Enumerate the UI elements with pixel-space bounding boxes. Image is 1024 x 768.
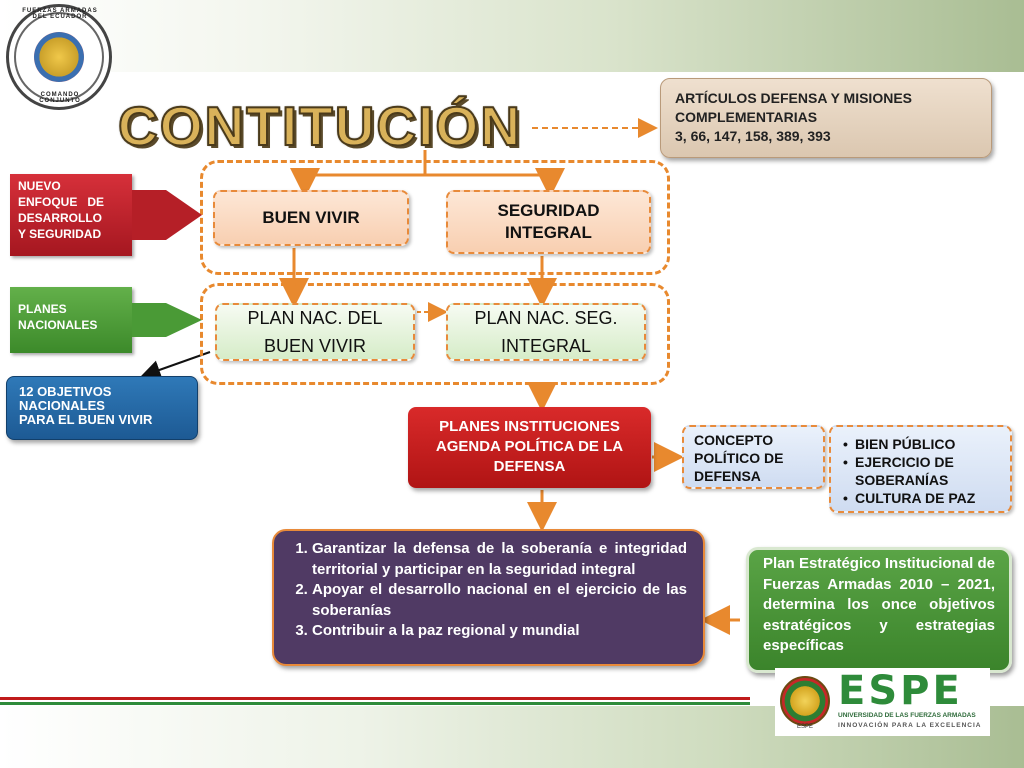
logo-emblem-icon: [34, 32, 84, 82]
plan-buen-vivir-line-1: PLAN NAC. DEL: [247, 308, 383, 328]
logo-text-top: FUERZAS ARMADAS DEL ECUADOR: [22, 8, 98, 20]
espe-tagline: INNOVACIÓN PARA LA EXCELENCIA: [838, 722, 982, 729]
espe-emblem-label: ESPE: [796, 724, 813, 730]
objectives-box: Garantizar la defensa de la soberanía e …: [272, 529, 705, 666]
concepto-line-2: POLÍTICO DE: [694, 450, 784, 466]
bullet-list: BIEN PÚBLICO EJERCICIO DE SOBERANÍAS CUL…: [843, 435, 998, 507]
articulos-line-1: ARTÍCULOS DEFENSA Y MISIONES: [675, 90, 912, 106]
articulos-line-3: 3, 66, 147, 158, 389, 393: [675, 128, 831, 144]
espe-emblem-icon: [780, 676, 830, 726]
concepto-box: CONCEPTO POLÍTICO DE DEFENSA: [682, 425, 825, 489]
nuevo-enfoque-line-4: Y SEGURIDAD: [18, 227, 102, 241]
objetivos-line-2: NACIONALES: [19, 398, 105, 413]
planes-instituciones-box: PLANES INSTITUCIONES AGENDA POLÍTICA DE …: [408, 407, 651, 488]
plan-seg-integral-line-2: INTEGRAL: [500, 336, 591, 356]
planes-nacionales-arrow-icon: [132, 303, 202, 337]
plan-buen-vivir-line-2: BUEN VIVIR: [263, 336, 366, 356]
articulos-line-2: COMPLEMENTARIAS: [675, 109, 818, 125]
buen-vivir-node: BUEN VIVIR: [213, 190, 409, 246]
objetivos-line-1: 12 OBJETIVOS: [19, 384, 112, 399]
logo-ring: [14, 12, 104, 102]
planes-nacionales-line-1: PLANES: [18, 302, 67, 316]
planes-instituciones-line-1: PLANES INSTITUCIONES: [439, 418, 620, 435]
nuevo-enfoque-line-3: DESARROLLO: [18, 211, 102, 225]
planes-instituciones-line-2: AGENDA POLÍTICA DE LA: [435, 438, 624, 455]
arrow-plan-to-objetivos: [140, 351, 211, 380]
nuevo-enfoque-line-2: ENFOQUE DE: [18, 195, 105, 209]
seguridad-integral-node: SEGURIDAD INTEGRAL: [446, 190, 651, 254]
plan-seg-integral-node: PLAN NAC. SEG. INTEGRAL: [446, 303, 646, 361]
header-band: [0, 0, 1024, 72]
buen-vivir-label: BUEN VIVIR: [262, 208, 360, 227]
articulos-box: ARTÍCULOS DEFENSA Y MISIONES COMPLEMENTA…: [660, 78, 992, 158]
comando-conjunto-logo: [6, 4, 112, 110]
bullet-item: BIEN PÚBLICO: [843, 435, 998, 453]
seguridad-integral-line-1: SEGURIDAD: [497, 201, 600, 220]
objective-item: Garantizar la defensa de la soberanía e …: [312, 539, 687, 580]
footer-stripes: [0, 697, 750, 705]
bullets-box: BIEN PÚBLICO EJERCICIO DE SOBERANÍAS CUL…: [829, 425, 1012, 513]
concepto-line-1: CONCEPTO: [694, 432, 774, 448]
objetivos-line-3: PARA EL BUEN VIVIR: [19, 412, 153, 427]
objetivos-box: 12 OBJETIVOS NACIONALES PARA EL BUEN VIV…: [6, 376, 198, 440]
planes-nacionales-tag: PLANES NACIONALES: [10, 287, 202, 353]
page-title: CONTITUCIÓN: [117, 94, 522, 158]
espe-wordmark: ESPE: [838, 668, 963, 714]
seguridad-integral-line-2: INTEGRAL: [505, 223, 592, 242]
nuevo-enfoque-arrow-icon: [132, 190, 202, 240]
espe-university-name: UNIVERSIDAD DE LAS FUERZAS ARMADAS: [838, 712, 976, 719]
plan-estrategico-box: Plan Estratégico Institucional de Fuerza…: [746, 547, 1012, 673]
objective-item: Apoyar el desarrollo nacional en el ejer…: [312, 580, 687, 621]
planes-nacionales-line-2: NACIONALES: [18, 318, 98, 332]
objective-item: Contribuir a la paz regional y mundial: [312, 621, 687, 642]
nuevo-enfoque-line-1: NUEVO: [18, 179, 61, 193]
planes-instituciones-line-3: DEFENSA: [493, 458, 566, 475]
concepto-line-3: DEFENSA: [694, 468, 761, 484]
national-plans-group: [200, 283, 670, 385]
bullet-item: EJERCICIO DE SOBERANÍAS: [843, 453, 998, 489]
logo-text-bottom: COMANDO CONJUNTO: [39, 92, 81, 104]
plan-estrategico-text: Plan Estratégico Institucional de Fuerza…: [763, 555, 995, 654]
nuevo-enfoque-tag: NUEVO ENFOQUE DE DESARROLLO Y SEGURIDAD: [10, 174, 202, 256]
bullet-item: CULTURA DE PAZ: [843, 489, 998, 507]
objectives-list: Garantizar la defensa de la soberanía e …: [288, 539, 687, 642]
plan-seg-integral-line-1: PLAN NAC. SEG.: [474, 308, 618, 328]
principles-group: [200, 160, 670, 275]
plan-buen-vivir-node: PLAN NAC. DEL BUEN VIVIR: [215, 303, 415, 361]
